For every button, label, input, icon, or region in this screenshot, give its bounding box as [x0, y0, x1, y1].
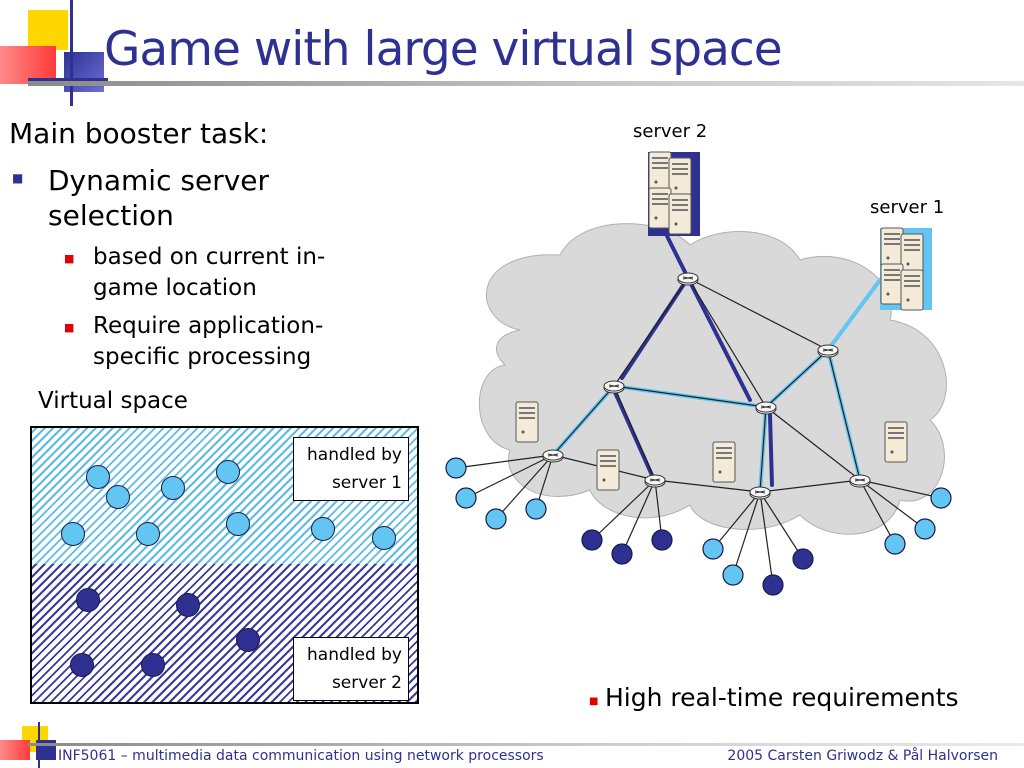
footer-authors: 2005 Carsten Griwodz & Pål Halvorsen	[727, 748, 998, 764]
booster-server-icon	[596, 449, 620, 491]
player-dot	[226, 512, 250, 536]
server1-icon	[880, 227, 932, 311]
sub-bullet-processing: Require application-specific processing	[93, 313, 324, 370]
player-dot	[176, 593, 200, 617]
zone2-label-line2: server 2	[331, 673, 402, 693]
player-dot	[236, 628, 260, 652]
page-title: Game with large virtual space	[104, 22, 783, 77]
zone1-label-line2: server 1	[331, 473, 402, 493]
player-dot	[311, 517, 335, 541]
sub-bullet-icon: ■	[64, 321, 75, 334]
router-icon	[677, 272, 699, 286]
title-divider	[28, 81, 1024, 86]
bottom-bullet-text: High real-time requirements	[605, 683, 959, 712]
player-dot	[216, 460, 240, 484]
router-icon	[603, 380, 625, 394]
player-dot	[136, 522, 160, 546]
router-icon	[749, 486, 771, 500]
router-icon	[817, 344, 839, 358]
zone2-label-line1: handled by	[307, 645, 402, 665]
player-dot	[372, 526, 396, 550]
player-dot	[70, 653, 94, 677]
server2-icon	[648, 151, 700, 236]
player-dot	[86, 465, 110, 489]
router-icon	[542, 449, 564, 463]
bullet-dynamic-server-selection: Dynamic server selection	[48, 164, 270, 232]
virtual-space-map: handled by server 1 handled by server 2	[30, 426, 419, 704]
main-heading: Main booster task:	[9, 117, 269, 150]
zone2-label: handled by server 2	[293, 637, 409, 701]
router-icon	[849, 474, 871, 488]
virtual-space-label: Virtual space	[38, 388, 188, 414]
player-dot	[76, 588, 100, 612]
network-cloud	[478, 223, 947, 535]
zone1-label: handled by server 1	[293, 437, 409, 501]
router-icon	[644, 474, 666, 488]
server1-label: server 1	[870, 197, 945, 218]
server2-label: server 2	[633, 121, 708, 142]
booster-server-icon	[884, 421, 908, 463]
booster-server-icon	[712, 441, 736, 483]
sub-bullet-location: based on current in-game location	[93, 244, 326, 301]
player-dot	[141, 653, 165, 677]
sub-bullet-icon: ■	[64, 252, 75, 265]
bullet-square-icon: ■	[12, 171, 24, 185]
bottom-bullet-icon: ■	[589, 696, 599, 707]
player-dot	[161, 476, 185, 500]
booster-server-icon	[515, 401, 539, 443]
corner-decoration	[0, 0, 120, 110]
footer-divider	[28, 743, 1024, 746]
client-nodes	[445, 457, 952, 596]
router-icon	[755, 401, 777, 415]
footer-course: INF5061 – multimedia data communication …	[58, 748, 544, 764]
zone1-label-line1: handled by	[307, 445, 402, 465]
player-dot	[106, 485, 130, 509]
player-dot	[61, 522, 85, 546]
